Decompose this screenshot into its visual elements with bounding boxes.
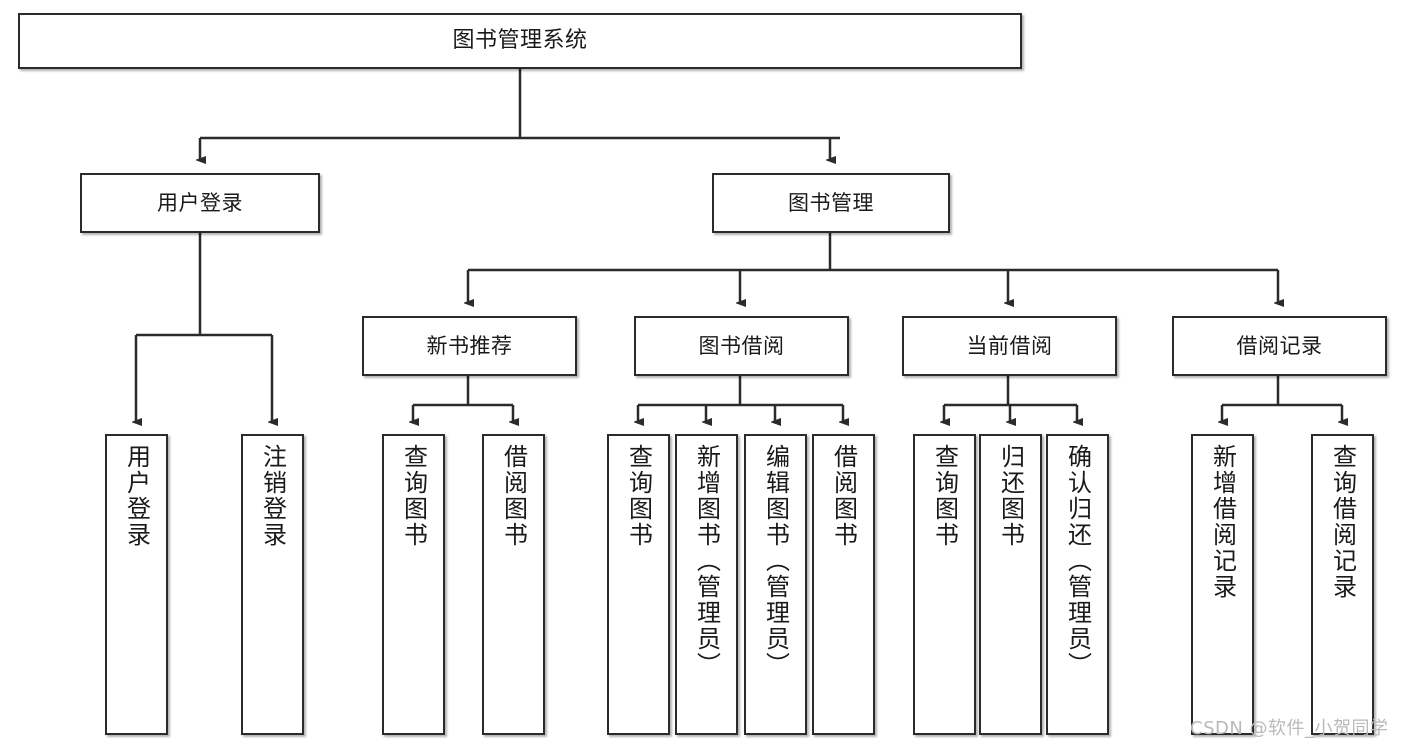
leaf-label: 借阅图书 — [829, 444, 858, 548]
leaf-recommend-query-book[interactable]: 查询图书 — [382, 434, 445, 735]
leaf-borrow-edit-book-admin[interactable]: 编辑图书（管理员） — [744, 434, 807, 735]
watermark: CSDN @软件_小贺同学 — [1190, 718, 1389, 739]
node-root-label: 图书管理系统 — [452, 28, 588, 54]
leaf-borrow-add-book-admin[interactable]: 新增图书（管理员） — [675, 434, 738, 735]
node-new-book-recommend[interactable]: 新书推荐 — [362, 316, 577, 376]
leaf-label: 用户登录 — [122, 444, 151, 548]
node-root[interactable]: 图书管理系统 — [18, 13, 1022, 69]
leaf-record-add-record[interactable]: 新增借阅记录 — [1191, 434, 1254, 735]
leaf-label: 新增图书（管理员） — [692, 444, 721, 678]
leaf-record-query-record[interactable]: 查询借阅记录 — [1311, 434, 1374, 735]
leaf-label: 查询借阅记录 — [1328, 444, 1357, 600]
node-book-management-label: 图书管理 — [788, 190, 874, 215]
node-current-borrow[interactable]: 当前借阅 — [902, 316, 1117, 376]
leaf-current-return-book[interactable]: 归还图书 — [979, 434, 1042, 735]
leaf-label: 查询图书 — [399, 444, 428, 548]
node-book-borrow[interactable]: 图书借阅 — [634, 316, 849, 376]
leaf-borrow-borrow-book[interactable]: 借阅图书 — [812, 434, 875, 735]
leaf-current-confirm-return-admin[interactable]: 确认归还（管理员） — [1046, 434, 1109, 735]
node-borrow-record-label: 借阅记录 — [1236, 333, 1323, 358]
node-book-management[interactable]: 图书管理 — [712, 173, 950, 233]
node-borrow-record[interactable]: 借阅记录 — [1172, 316, 1387, 376]
leaf-borrow-query-book[interactable]: 查询图书 — [607, 434, 670, 735]
leaf-label: 新增借阅记录 — [1208, 444, 1237, 600]
leaf-label: 借阅图书 — [499, 444, 528, 548]
node-new-book-recommend-label: 新书推荐 — [426, 333, 513, 358]
leaf-user-login-login[interactable]: 用户登录 — [105, 434, 168, 735]
node-book-borrow-label: 图书借阅 — [698, 333, 785, 358]
leaf-label: 确认归还（管理员） — [1063, 444, 1092, 678]
leaf-user-login-logout[interactable]: 注销登录 — [241, 434, 304, 735]
leaf-label: 编辑图书（管理员） — [761, 444, 790, 678]
leaf-label: 查询图书 — [624, 444, 653, 548]
node-user-login-label: 用户登录 — [157, 190, 243, 215]
leaf-label: 注销登录 — [258, 444, 287, 548]
leaf-label: 归还图书 — [996, 444, 1025, 548]
node-user-login[interactable]: 用户登录 — [80, 173, 320, 233]
node-current-borrow-label: 当前借阅 — [966, 333, 1053, 358]
leaf-label: 查询图书 — [930, 444, 959, 548]
leaf-recommend-borrow-book[interactable]: 借阅图书 — [482, 434, 545, 735]
leaf-current-query-book[interactable]: 查询图书 — [913, 434, 976, 735]
